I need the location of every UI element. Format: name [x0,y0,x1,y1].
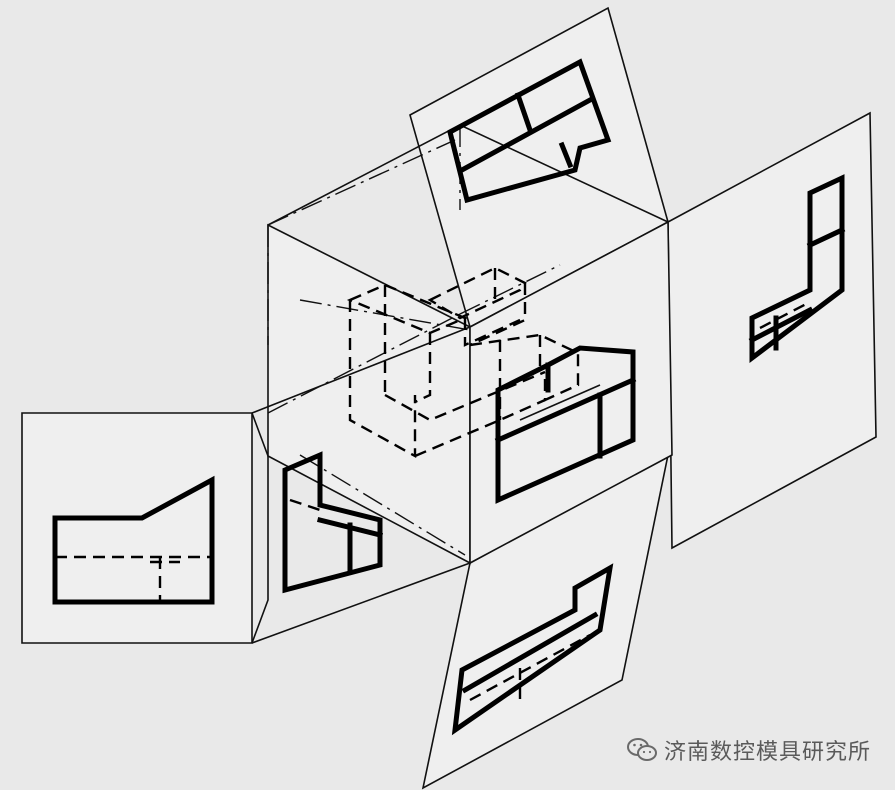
left-wall-view [282,451,384,594]
watermark-text: 济南数控模具研究所 [664,740,872,765]
left-floor-edge [251,562,471,644]
top-view [447,58,612,204]
front-wall [469,220,673,565]
wechat-icon [626,736,658,764]
left-panel-view [52,475,215,605]
left-top-edge [251,326,471,414]
side-view [748,174,846,364]
bottom-view [451,563,614,736]
projection-line [459,264,561,315]
watermark: 济南数控模具研究所 [626,733,871,767]
projection-line [267,139,456,226]
left-panel-hinge [251,412,269,644]
front-view [494,345,637,504]
projection-line [299,454,466,556]
